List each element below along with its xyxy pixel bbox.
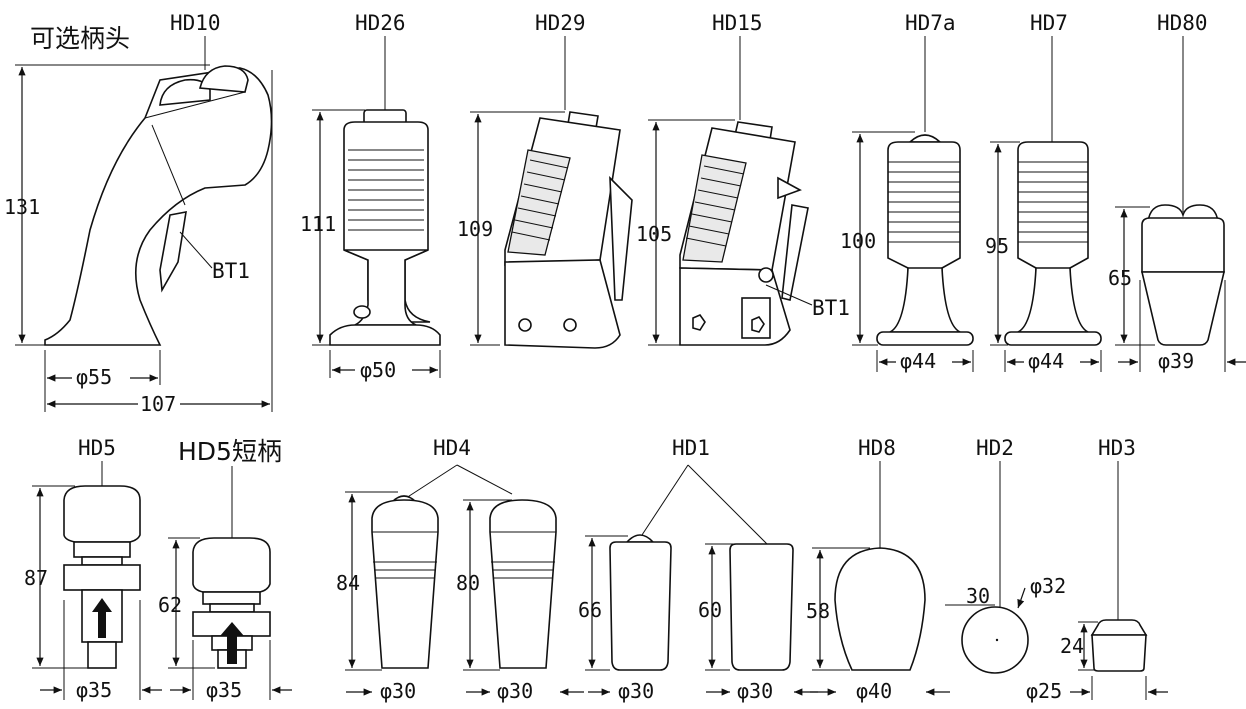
hd4-label: HD4 xyxy=(433,436,471,460)
hd10-diameter: φ55 xyxy=(76,365,112,389)
hd4-diameter-b: φ30 xyxy=(497,679,533,703)
hd26-diameter: φ50 xyxy=(360,358,396,382)
hd10-bt1-label: BT1 xyxy=(212,259,250,283)
page-title: 可选柄头 xyxy=(30,24,130,53)
hd7-drawing: HD7 95 φ44 xyxy=(985,11,1102,373)
hd29-label: HD29 xyxy=(535,11,586,35)
hd1-diameter-a: φ30 xyxy=(618,679,654,703)
hd1-label: HD1 xyxy=(672,436,710,460)
hd5-label: HD5 xyxy=(78,436,116,460)
hd8-height: 58 xyxy=(806,599,830,623)
hd5-short-drawing: HD5短柄 62 φ35 xyxy=(158,437,292,702)
hd2-diameter: φ32 xyxy=(1030,574,1066,598)
hd80-diameter: φ39 xyxy=(1158,349,1194,373)
hd4-drawing: HD4 84 80 φ30 φ30 xyxy=(336,436,584,703)
hd7-label: HD7 xyxy=(1030,11,1068,35)
hd80-height: 65 xyxy=(1108,266,1132,290)
hd2-label: HD2 xyxy=(976,436,1014,460)
hd8-drawing: HD8 58 φ40 xyxy=(806,436,950,703)
hd10-height: 131 xyxy=(4,195,40,219)
hd15-height: 105 xyxy=(636,222,672,246)
hd5-height: 87 xyxy=(24,566,48,590)
hd3-label: HD3 xyxy=(1098,436,1136,460)
hd15-bt1-label: BT1 xyxy=(812,296,850,320)
hd5-drawing: HD5 87 φ35 xyxy=(24,436,162,702)
hd5-short-height: 62 xyxy=(158,593,182,617)
hd80-drawing: HD80 65 φ39 xyxy=(1108,11,1246,373)
hd1-height-a: 66 xyxy=(578,598,602,622)
hd10-drawing: HD10 131 BT1 φ55 107 xyxy=(4,11,273,416)
hd15-label: HD15 xyxy=(712,11,763,35)
hd1-diameter-b: φ30 xyxy=(737,679,773,703)
hd26-drawing: HD26 111 φ50 xyxy=(300,11,441,382)
hd7-height: 95 xyxy=(985,234,1009,258)
hd26-label: HD26 xyxy=(355,11,406,35)
hd7a-drawing: HD7a 100 φ44 xyxy=(840,11,974,373)
hd80-label: HD80 xyxy=(1157,11,1208,35)
hd7a-height: 100 xyxy=(840,229,876,253)
hd26-height: 111 xyxy=(300,212,336,236)
hd3-diameter: φ25 xyxy=(1026,679,1062,703)
hd5-diameter: φ35 xyxy=(76,678,112,702)
hd8-diameter: φ40 xyxy=(856,679,892,703)
hd29-drawing: HD29 109 xyxy=(457,11,633,349)
hd7a-label: HD7a xyxy=(905,11,956,35)
hd4-diameter-a: φ30 xyxy=(380,679,416,703)
hd1-drawing: HD1 66 60 φ30 φ30 xyxy=(578,436,818,703)
hd3-drawing: HD3 24 φ25 xyxy=(1026,436,1168,703)
hd1-height-b: 60 xyxy=(698,598,722,622)
hd4-height-b: 80 xyxy=(456,571,480,595)
hd8-label: HD8 xyxy=(858,436,896,460)
hd5-short-label: HD5短柄 xyxy=(178,437,282,466)
hd2-height: 30 xyxy=(966,584,990,608)
hd7a-diameter: φ44 xyxy=(900,349,936,373)
hd4-height-a: 84 xyxy=(336,571,360,595)
hd5-short-diameter: φ35 xyxy=(206,678,242,702)
hd2-drawing: HD2 30 φ32 xyxy=(945,436,1066,674)
hd10-width: 107 xyxy=(140,392,176,416)
hd10-label: HD10 xyxy=(170,11,221,35)
hd15-drawing: HD15 105 BT1 xyxy=(636,11,850,346)
hd3-height: 24 xyxy=(1060,634,1084,658)
hd7-diameter: φ44 xyxy=(1028,349,1064,373)
hd29-height: 109 xyxy=(457,217,493,241)
